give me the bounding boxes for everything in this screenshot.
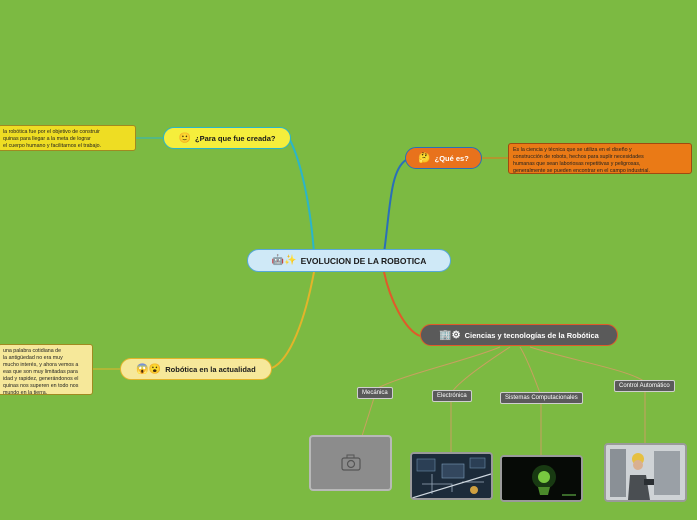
topic-para-que-label: ¿Para que fue creada? xyxy=(195,134,275,143)
image-electronica xyxy=(410,452,493,500)
circuit-board-image xyxy=(412,454,491,498)
central-topic-label: EVOLUCION DE LA ROBOTICA xyxy=(301,256,427,266)
gear-icon: 🏢⚙ xyxy=(439,330,460,341)
subtopic-mecanica[interactable]: Mecánica xyxy=(357,387,393,399)
subtopic-sistemas[interactable]: Sistemas Computacionales xyxy=(500,392,583,404)
engineer-image xyxy=(606,445,685,500)
central-topic[interactable]: 🤖✨ EVOLUCION DE LA ROBOTICA xyxy=(247,249,451,272)
subtopic-electronica[interactable]: Electrónica xyxy=(432,390,472,402)
image-control xyxy=(604,443,687,502)
topic-que-es-label: ¿Qué es? xyxy=(435,154,469,163)
topic-actualidad-label: Robótica en la actualidad xyxy=(165,365,255,374)
robot-sparkle-icon: 🤖✨ xyxy=(272,255,297,266)
smile-icon: 🙂 xyxy=(179,133,191,144)
note-actualidad: una palabra cotidiana de la antigüedad n… xyxy=(0,344,93,395)
topic-que-es[interactable]: 🤔 ¿Qué es? xyxy=(405,147,482,169)
subtopic-control[interactable]: Control Automático xyxy=(614,380,675,392)
topic-ciencias[interactable]: 🏢⚙ Ciencias y tecnologías de la Robótica xyxy=(420,324,618,346)
robot-glow-image xyxy=(502,457,581,500)
surprised-icon: 😱😮 xyxy=(136,364,161,375)
thinking-icon: 🤔 xyxy=(418,153,430,164)
topic-ciencias-label: Ciencias y tecnologías de la Robótica xyxy=(465,331,599,340)
topic-actualidad[interactable]: 😱😮 Robótica en la actualidad xyxy=(120,358,272,380)
note-para-que: la robótica fue por el objetivo de const… xyxy=(0,125,136,151)
note-que-es: Es la ciencia y técnica que se utiliza e… xyxy=(508,143,692,174)
image-sistemas xyxy=(500,455,583,502)
camera-icon xyxy=(311,437,390,489)
topic-para-que[interactable]: 🙂 ¿Para que fue creada? xyxy=(163,127,291,149)
image-placeholder-mecanica[interactable] xyxy=(309,435,392,491)
